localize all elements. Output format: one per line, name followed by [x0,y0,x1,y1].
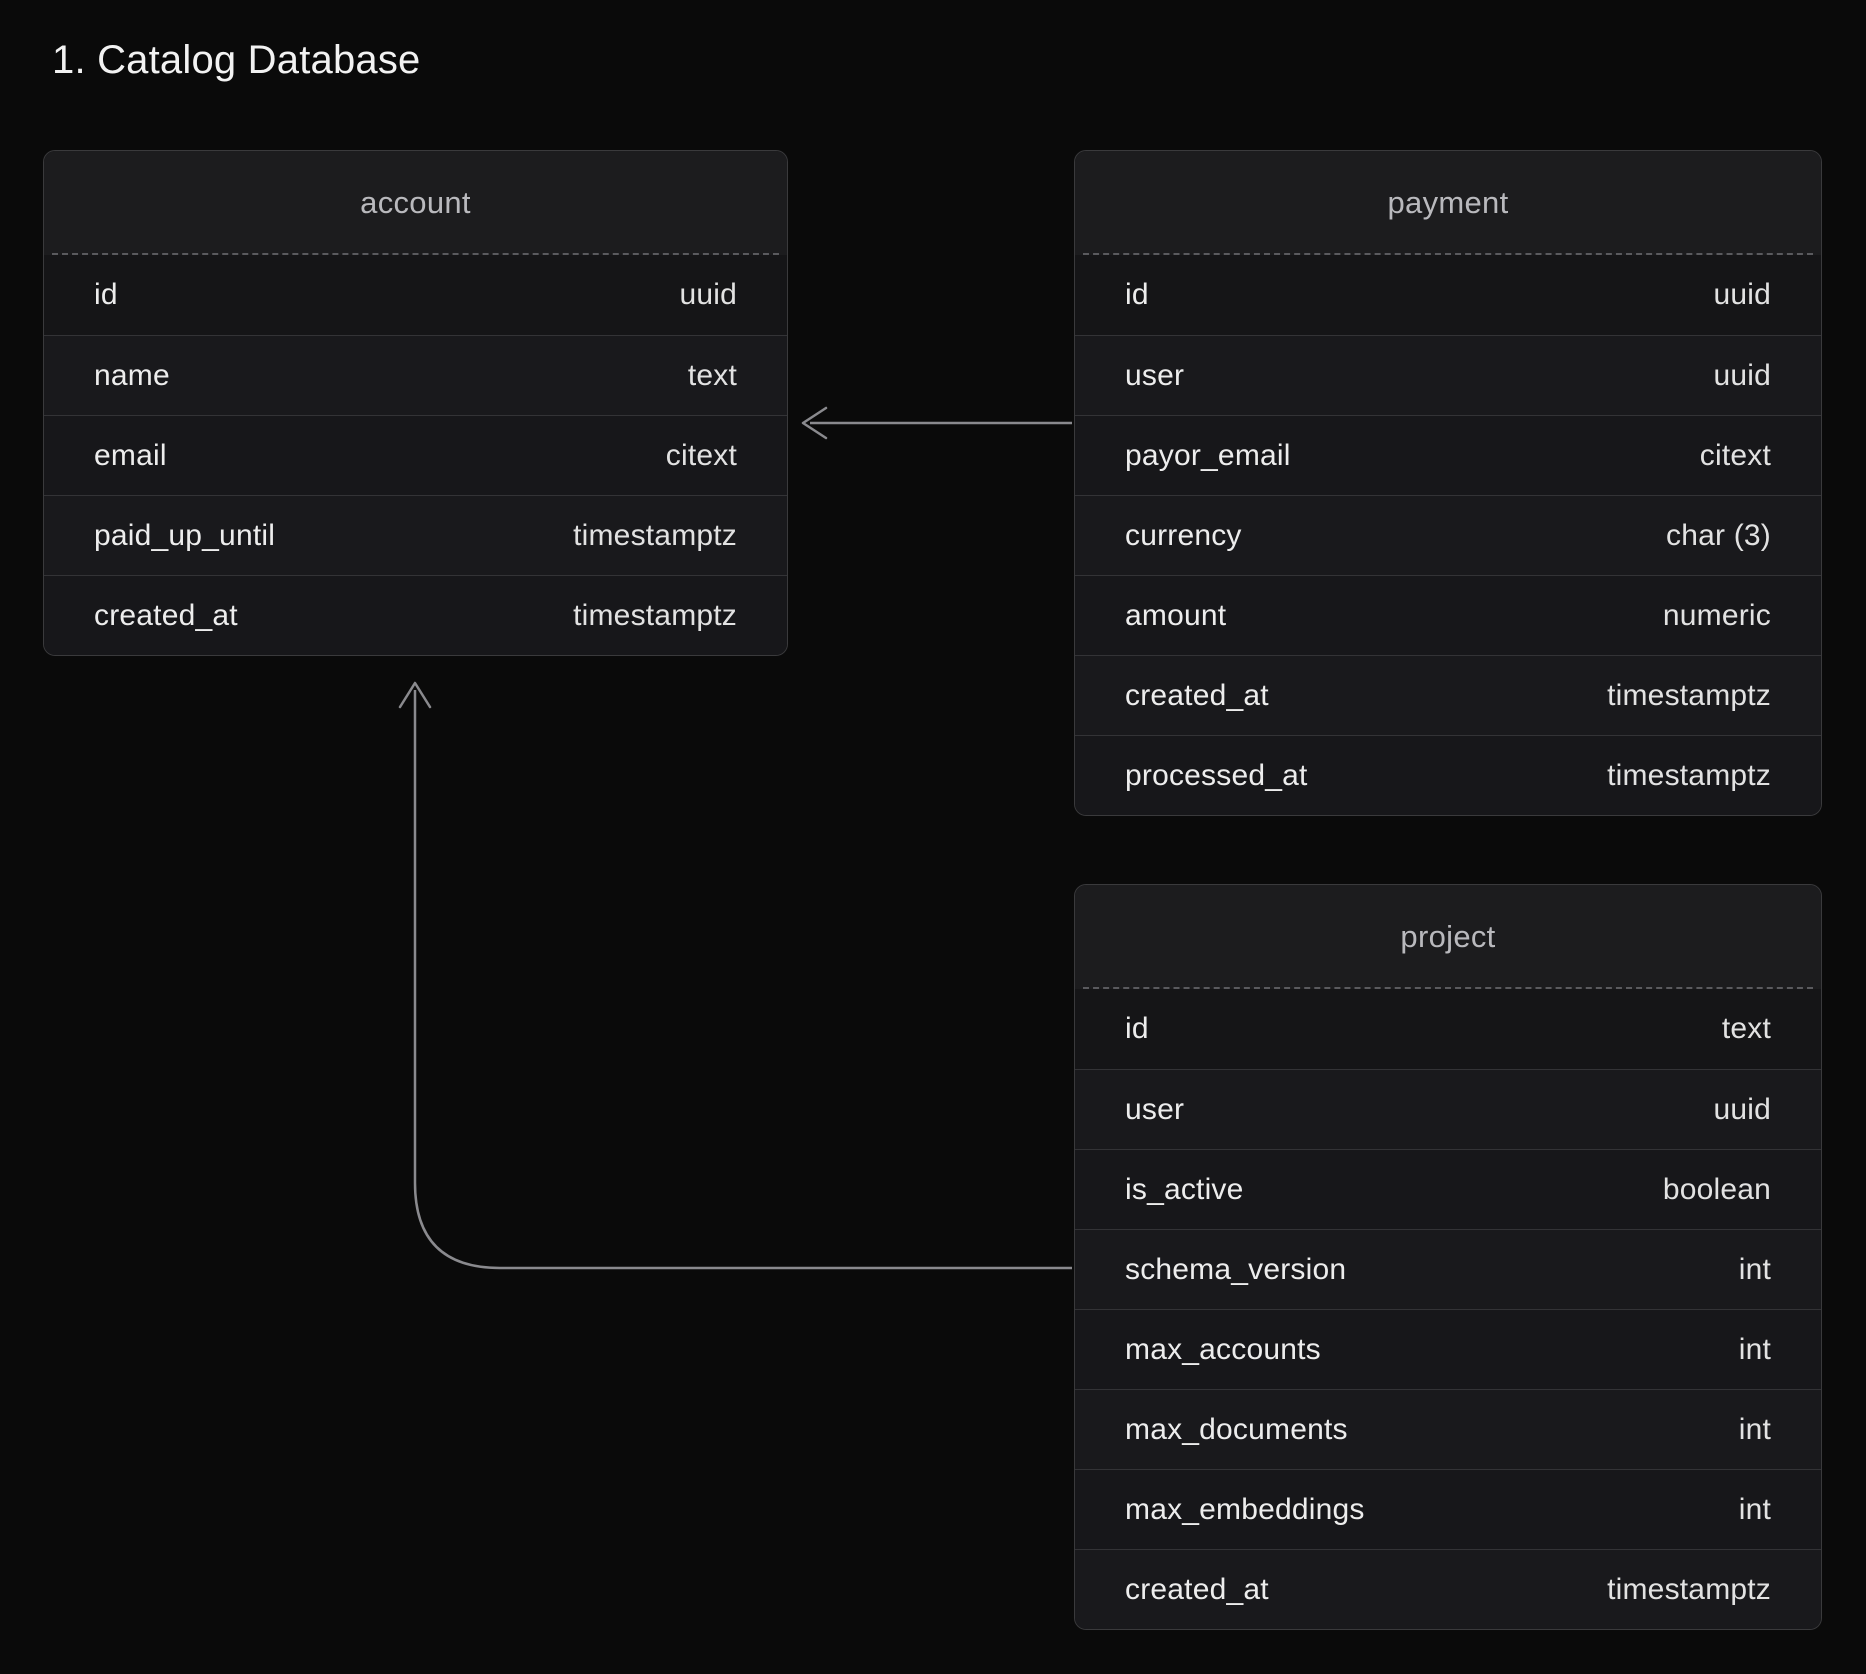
table-row[interactable]: id text [1075,989,1821,1069]
field-type: citext [1699,438,1771,472]
table-row[interactable]: processed_at timestamptz [1075,735,1821,815]
field-type: text [1721,1012,1771,1045]
entity-table-account[interactable]: account id uuid name text email citext p… [43,150,788,656]
table-row[interactable]: user uuid [1075,335,1821,415]
field-type: citext [665,438,737,472]
field-name: amount [1125,598,1227,632]
field-type: uuid [1713,358,1771,392]
entity-fields-account: id uuid name text email citext paid_up_u… [44,255,787,655]
field-type: int [1738,1252,1771,1286]
table-row[interactable]: currency char (3) [1075,495,1821,575]
field-name: processed_at [1125,758,1308,792]
field-name: created_at [94,598,238,632]
field-name: id [94,278,118,311]
field-name: max_embeddings [1125,1492,1365,1526]
table-row[interactable]: name text [44,335,787,415]
field-type: timestamptz [1607,678,1771,712]
table-row[interactable]: created_at timestamptz [1075,1549,1821,1629]
header-divider [1083,253,1813,255]
field-type: uuid [679,278,737,311]
field-type: int [1738,1412,1771,1446]
field-type: int [1738,1492,1771,1526]
table-row[interactable]: created_at timestamptz [1075,655,1821,735]
field-name: payor_email [1125,438,1291,472]
page-title: 1. Catalog Database [52,38,421,82]
field-name: paid_up_until [94,518,276,552]
field-name: name [94,358,170,392]
entity-title-payment: payment [1387,185,1509,220]
table-row[interactable]: schema_version int [1075,1229,1821,1309]
arrowhead-up-icon [398,681,432,709]
field-name: max_accounts [1125,1332,1321,1366]
field-name: user [1125,358,1185,392]
field-type: timestamptz [1607,1572,1771,1606]
field-name: email [94,438,167,472]
field-name: schema_version [1125,1252,1347,1286]
field-name: id [1125,1012,1149,1045]
field-type: uuid [1713,278,1771,311]
entity-fields-payment: id uuid user uuid payor_email citext cur… [1075,255,1821,815]
field-type: boolean [1662,1172,1771,1206]
table-row[interactable]: user uuid [1075,1069,1821,1149]
field-name: created_at [1125,678,1269,712]
field-type: numeric [1662,598,1771,632]
entity-table-project[interactable]: project id text user uuid is_active bool… [1074,884,1822,1630]
table-row[interactable]: paid_up_until timestamptz [44,495,787,575]
entity-title-project: project [1400,919,1496,954]
entity-header-project: project [1075,885,1821,989]
header-divider [1083,987,1813,989]
field-type: uuid [1713,1092,1771,1126]
table-row[interactable]: id uuid [44,255,787,335]
field-name: max_documents [1125,1412,1348,1446]
field-type: char (3) [1666,518,1771,552]
field-type: int [1738,1332,1771,1366]
table-row[interactable]: payor_email citext [1075,415,1821,495]
table-row[interactable]: amount numeric [1075,575,1821,655]
table-row[interactable]: email citext [44,415,787,495]
field-name: created_at [1125,1572,1269,1606]
arrowhead-left-icon [801,406,828,440]
entity-header-payment: payment [1075,151,1821,255]
entity-title-account: account [360,185,471,220]
table-row[interactable]: created_at timestamptz [44,575,787,655]
table-row[interactable]: max_documents int [1075,1389,1821,1469]
table-row[interactable]: max_accounts int [1075,1309,1821,1389]
field-name: user [1125,1092,1185,1126]
field-name: id [1125,278,1149,311]
entity-header-account: account [44,151,787,255]
entity-table-payment[interactable]: payment id uuid user uuid payor_email ci… [1074,150,1822,816]
relationship-project-to-account [398,681,1072,1270]
entity-fields-project: id text user uuid is_active boolean sche… [1075,989,1821,1629]
field-type: timestamptz [573,598,737,632]
field-type: timestamptz [1607,758,1771,792]
table-row[interactable]: is_active boolean [1075,1149,1821,1229]
relationship-payment-to-account [801,406,1072,440]
header-divider [52,253,779,255]
table-row[interactable]: max_embeddings int [1075,1469,1821,1549]
field-name: currency [1125,518,1242,552]
field-type: timestamptz [573,518,737,552]
field-name: is_active [1125,1172,1244,1206]
field-type: text [687,358,737,392]
table-row[interactable]: id uuid [1075,255,1821,335]
